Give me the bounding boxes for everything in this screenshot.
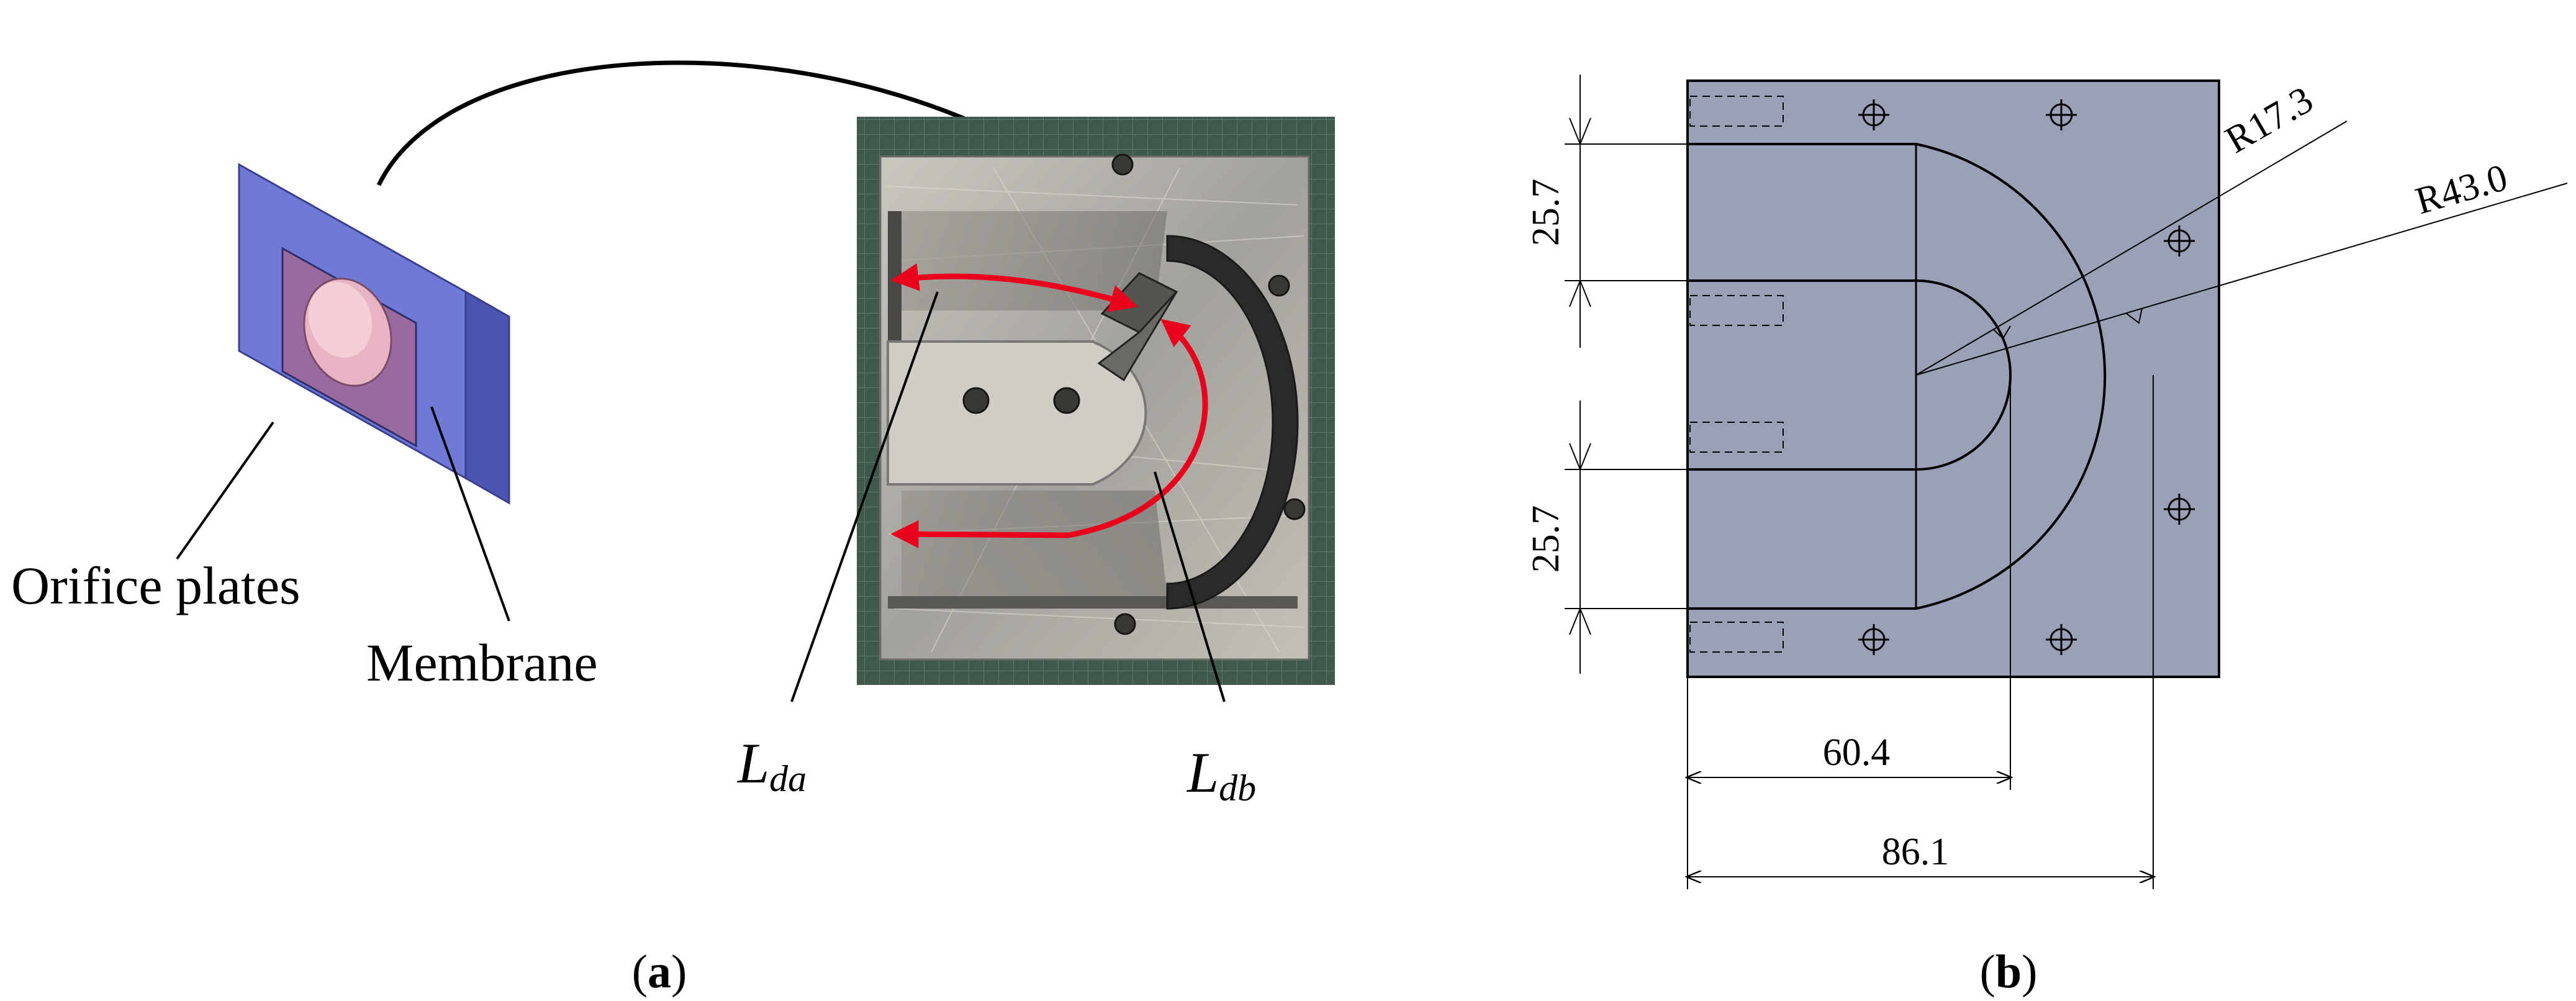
orifice-plates-label: Orifice plates: [11, 556, 301, 615]
outer-radius-label: R43.0: [2411, 156, 2512, 223]
bolt-hole-symbol: [2164, 494, 2195, 525]
panel-a: Orifice plates Membrane: [11, 60, 1335, 998]
flow-path-outline: [1688, 143, 2107, 610]
panel-a-caption: (a): [632, 946, 687, 998]
bolt: [1283, 498, 1306, 520]
lower-channel-edge: [888, 596, 1298, 609]
lda-label-sub: da: [769, 758, 807, 799]
ldb-leader: [1154, 471, 1226, 702]
bolt-holes: [1858, 99, 2195, 655]
bolt-hole-symbol: [2164, 225, 2195, 256]
bolt: [1268, 274, 1290, 297]
lda-label: Lda: [736, 732, 807, 799]
orifice-plates-leader: [176, 421, 274, 560]
bolt: [1053, 387, 1080, 414]
ldb-label-main: L: [1186, 741, 1219, 804]
plate-side-face: [464, 290, 510, 505]
lower-channel-floor: [902, 491, 1167, 596]
outer-radius-leader: [1915, 183, 2568, 376]
bolt: [962, 387, 990, 414]
ldb-red-arrow: [890, 319, 1208, 548]
bolt: [1114, 613, 1136, 635]
lda-label-main: L: [736, 732, 769, 795]
upper-height-dimension: 25.7: [1525, 179, 1567, 247]
hidden-slot: [1689, 622, 1784, 653]
panel-b: 25.7 25.7 60.4 86.1 R17.3 R43.0 (b): [1525, 75, 2568, 998]
outer-width-dimension: 86.1: [1882, 831, 1950, 873]
drawing-base-plate: [1686, 79, 2220, 678]
panel-b-caption: (b): [1980, 946, 2038, 998]
hidden-slot: [1689, 96, 1784, 127]
bolt-hole-symbol: [1858, 624, 1889, 655]
membrane-label: Membrane: [366, 633, 598, 692]
hidden-slots: [1689, 96, 1784, 653]
lda-leader: [790, 291, 939, 702]
hidden-slot: [1689, 295, 1784, 326]
bolt-hole-symbol: [1858, 99, 1889, 130]
lower-height-dimension: 25.7: [1525, 505, 1567, 573]
horizontal-dimensions: [1688, 375, 2153, 889]
inner-radius-leader: [1915, 120, 2348, 376]
membrane-orifice-highlight: [308, 282, 373, 358]
vertical-dimensions: [1565, 75, 1688, 674]
test-section-photo: [857, 117, 1335, 685]
bolt-hole-symbol: [2046, 99, 2077, 130]
bolt-hole-symbol: [2046, 624, 2077, 655]
radius-leaders: [1915, 120, 2568, 376]
ldb-label-sub: db: [1219, 768, 1256, 808]
hidden-slot: [1689, 422, 1784, 453]
orifice-plate-model: [238, 163, 510, 505]
curved-channel: [1166, 235, 1299, 610]
membrane-leader: [430, 406, 510, 622]
inner-radius-label: R17.3: [2218, 78, 2320, 161]
lda-red-arrow: [890, 263, 1138, 312]
ldb-label: Ldb: [1186, 741, 1256, 808]
bolt: [1111, 153, 1134, 176]
inner-width-dimension: 60.4: [1823, 732, 1891, 774]
